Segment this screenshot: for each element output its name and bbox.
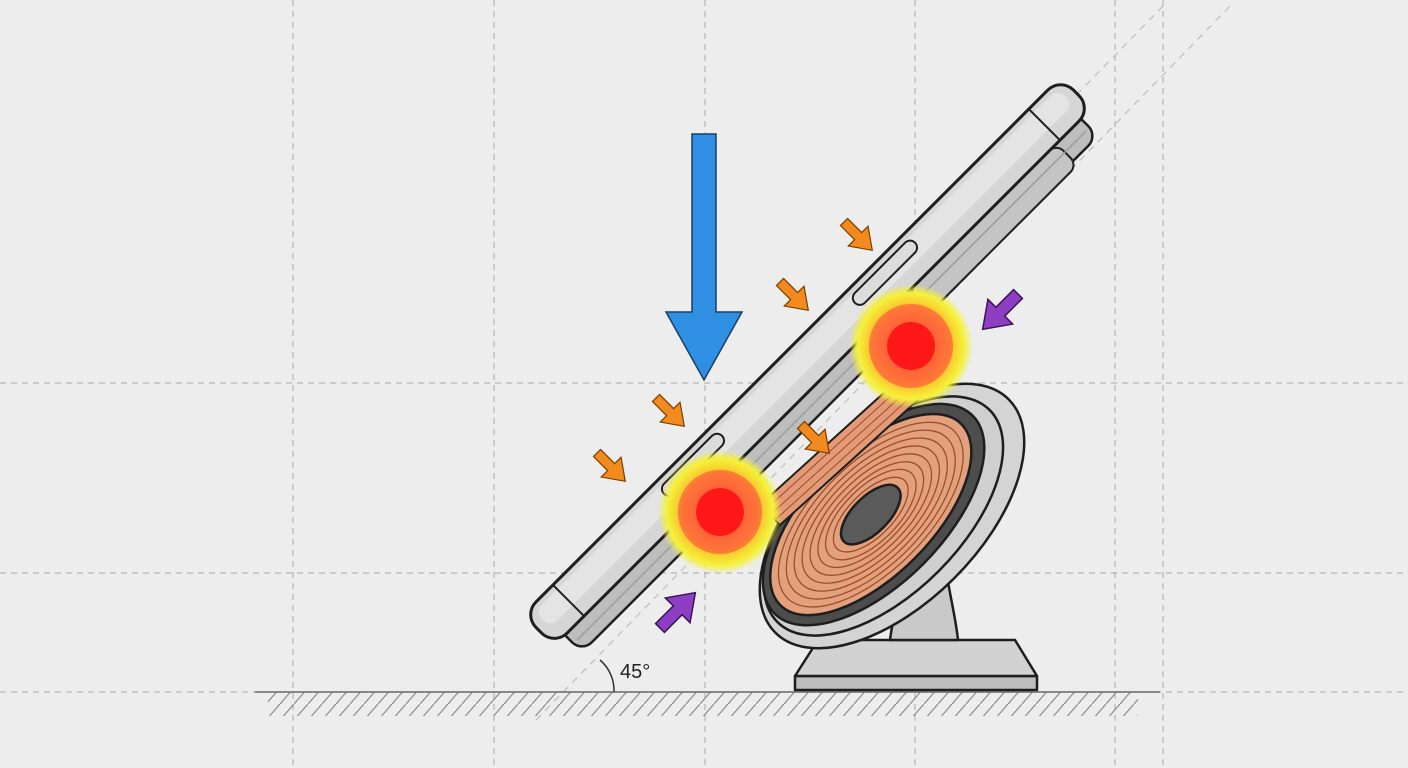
ground (255, 691, 1160, 716)
angle-indicator: 45° (599, 659, 650, 693)
arrow-diagonal-icon (645, 387, 695, 437)
magnetic-charging-stand-icon (758, 382, 1039, 692)
arrow-diagonal-icon (969, 280, 1032, 343)
arrow-diagonal-icon (586, 442, 636, 492)
arrow-diagonal-icon (646, 579, 709, 642)
heat-spot-icon-upper (849, 284, 973, 408)
heat-spot-icon-lower (658, 450, 782, 574)
arrow-down-icon (664, 133, 744, 382)
angle-label: 45° (620, 661, 650, 683)
arrow-diagonal-icon (833, 211, 883, 261)
arrow-diagonal-icon (769, 271, 819, 321)
